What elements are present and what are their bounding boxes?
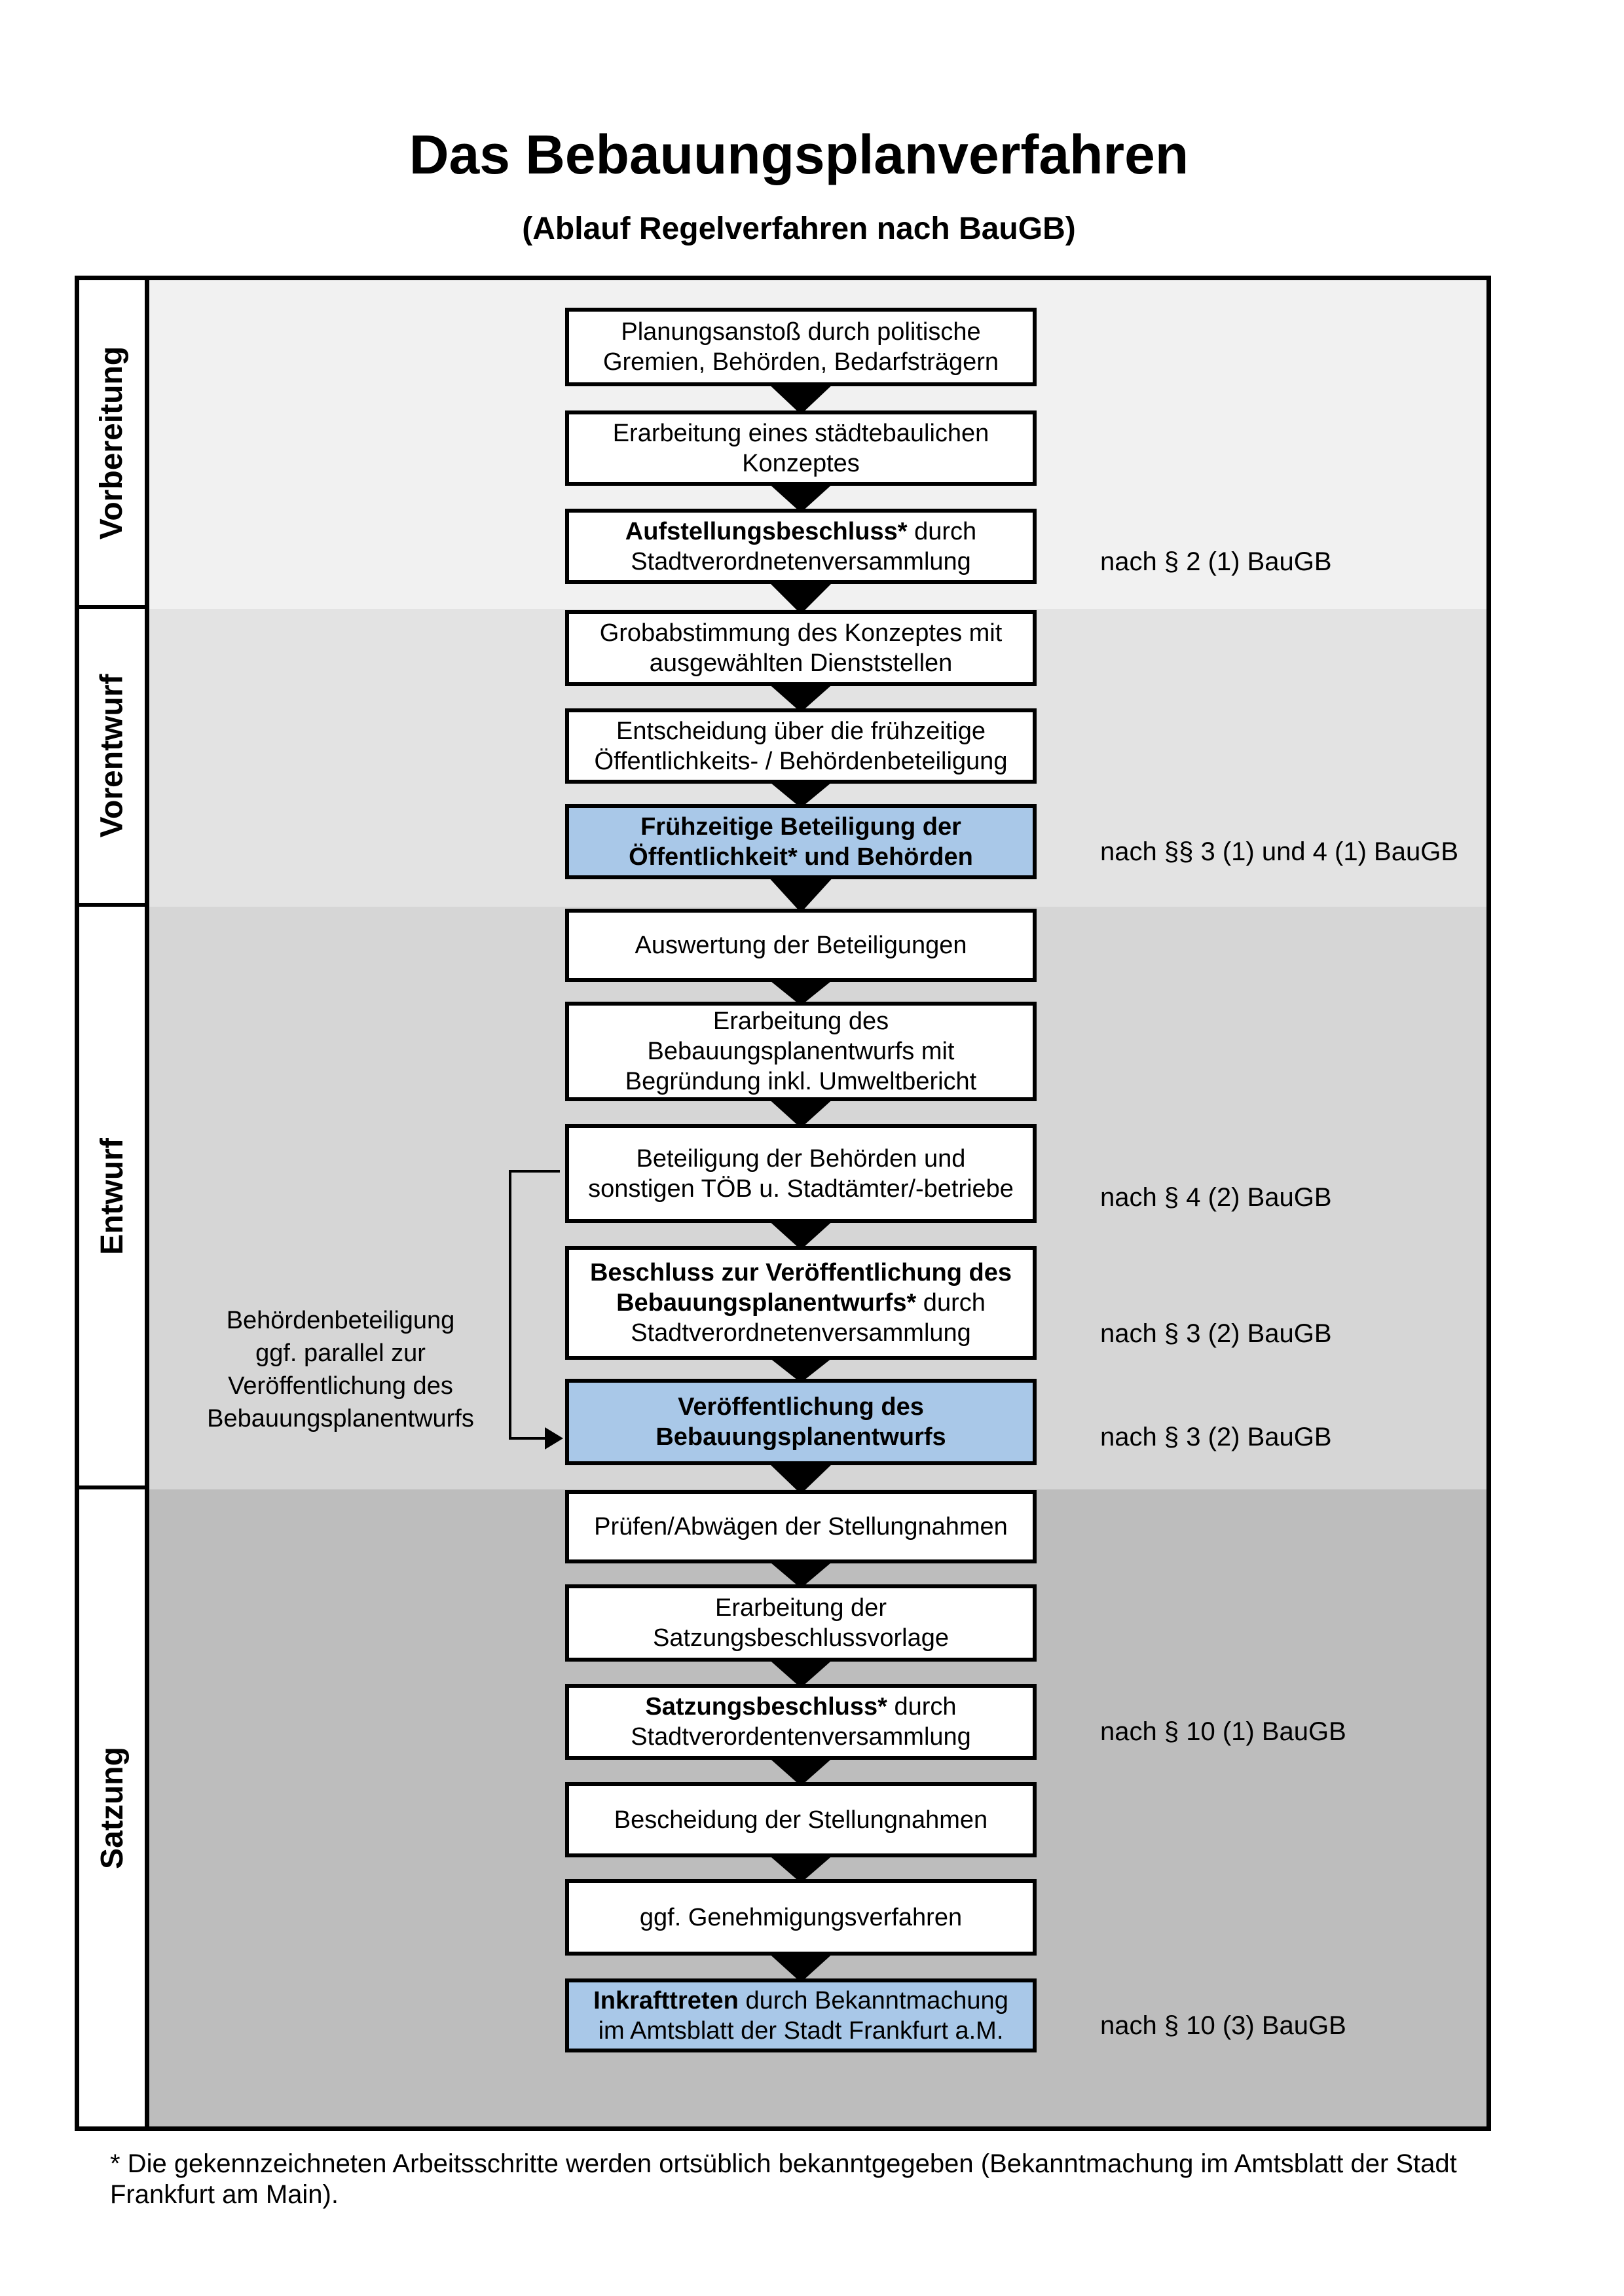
step-text: Beteiligung der Behörden und sonstigen T… (588, 1144, 1014, 1203)
step-text: ggf. Genehmigungsverfahren (639, 1903, 963, 1931)
page-subtitle: (Ablauf Regelverfahren nach BauGB) (522, 211, 1076, 246)
parallel-bracket-bottom-line (509, 1437, 548, 1440)
step-box-satzungsvorlage: Erarbeitung der Satzungsbeschlussvorlage (565, 1584, 1037, 1662)
step-box-aufstellungsbeschluss: Aufstellungsbeschluss* durch Stadtverord… (565, 509, 1037, 584)
page-title: Das Bebauungsplanverfahren (409, 124, 1189, 185)
step-text: Bescheidung der Stellungnahmen (614, 1806, 988, 1834)
step-text: Satzungsbeschluss* durch Stadtverordente… (631, 1693, 971, 1751)
law-ref-veroeffentlichungsbeschluss: nach § 3 (2) BauGB (1100, 1319, 1332, 1348)
step-box-veroeffentlichung: Veröffentlichung des Bebauungsplanentwur… (565, 1379, 1037, 1465)
law-ref-veroeffentlichung: nach § 3 (2) BauGB (1100, 1423, 1332, 1451)
phase-cell-vorbereitung: Vorbereitung (79, 280, 145, 609)
parallel-bracket-vertical-line (509, 1170, 511, 1440)
phase-cell-vorentwurf: Vorentwurf (79, 609, 145, 907)
parallel-note: Behördenbeteiligung ggf. parallel zur Ve… (207, 1307, 474, 1432)
law-ref-aufstellungsbeschluss: nach § 2 (1) BauGB (1100, 547, 1332, 576)
step-text: Grobabstimmung des Konzeptes mit ausgewä… (599, 619, 1003, 677)
step-box-auswertung: Auswertung der Beteiligungen (565, 909, 1037, 982)
phase-label-vorbereitung: Vorbereitung (94, 346, 130, 539)
step-box-genehmigungsverfahren: ggf. Genehmigungsverfahren (565, 1879, 1037, 1956)
step-box-grobabstimmung: Grobabstimmung des Konzeptes mit ausgewä… (565, 610, 1037, 686)
step-text: Planungsanstoß durch politische Gremien,… (602, 318, 999, 376)
step-text: Prüfen/Abwägen der Stellungnahmen (594, 1513, 1008, 1540)
step-text: Frühzeitige Beteiligung der Öffentlichke… (629, 812, 973, 871)
step-text: Veröffentlichung des Bebauungsplanentwur… (655, 1393, 946, 1451)
step-box-bescheidung: Bescheidung der Stellungnahmen (565, 1782, 1037, 1857)
step-box-konzept-erarbeitung: Erarbeitung eines städtebaulichen Konzep… (565, 410, 1037, 486)
phase-label-vorentwurf: Vorentwurf (94, 674, 130, 838)
step-box-behoerdenbeteiligung: Beteiligung der Behörden und sonstigen T… (565, 1124, 1037, 1223)
step-box-pruefen-abwaegen: Prüfen/Abwägen der Stellungnahmen (565, 1490, 1037, 1563)
law-ref-satzungsbeschluss: nach § 10 (1) BauGB (1100, 1717, 1346, 1746)
step-text: Beschluss zur Veröffentlichung des Bebau… (589, 1259, 1012, 1347)
step-box-veroeffentlichungsbeschluss: Beschluss zur Veröffentlichung des Bebau… (565, 1246, 1037, 1360)
step-text: Erarbeitung der Satzungsbeschlussvorlage (652, 1594, 950, 1652)
phase-label-satzung: Satzung (94, 1747, 130, 1869)
step-text: Entscheidung über die frühzeitige Öffent… (594, 717, 1008, 775)
law-ref-inkrafttreten: nach § 10 (3) BauGB (1100, 2011, 1346, 2040)
phase-label-entwurf: Entwurf (94, 1137, 130, 1255)
step-box-entscheidung-beteiligung: Entscheidung über die frühzeitige Öffent… (565, 708, 1037, 784)
step-box-entwurf-erarbeitung: Erarbeitung des Bebauungsplanentwurfs mi… (565, 1002, 1037, 1101)
parallel-bracket-top-line (509, 1170, 560, 1173)
law-ref-behoerdenbeteiligung: nach § 4 (2) BauGB (1100, 1183, 1332, 1212)
phase-cell-entwurf: Entwurf (79, 907, 145, 1489)
law-ref-fruehzeitige-beteiligung: nach §§ 3 (1) und 4 (1) BauGB (1100, 837, 1458, 866)
step-text: Aufstellungsbeschluss* durch Stadtverord… (625, 517, 977, 575)
step-text: Auswertung der Beteiligungen (635, 932, 967, 959)
footnote: * Die gekennzeichneten Arbeitsschritte w… (110, 2149, 1457, 2209)
phase-sidebar: Vorbereitung Vorentwurf Entwurf Satzung (79, 280, 149, 2126)
step-text: Inkrafttreten durch Bekanntmachung im Am… (593, 1986, 1008, 2045)
step-box-planungsanstoss: Planungsanstoß durch politische Gremien,… (565, 308, 1037, 386)
step-box-fruehzeitige-beteiligung: Frühzeitige Beteiligung der Öffentlichke… (565, 804, 1037, 879)
step-box-satzungsbeschluss: Satzungsbeschluss* durch Stadtverordente… (565, 1684, 1037, 1760)
step-text: Erarbeitung eines städtebaulichen Konzep… (612, 419, 989, 477)
step-text: Erarbeitung des Bebauungsplanentwurfs mi… (625, 1008, 977, 1095)
phase-cell-satzung: Satzung (79, 1489, 145, 2126)
step-box-inkrafttreten: Inkrafttreten durch Bekanntmachung im Am… (565, 1978, 1037, 2052)
